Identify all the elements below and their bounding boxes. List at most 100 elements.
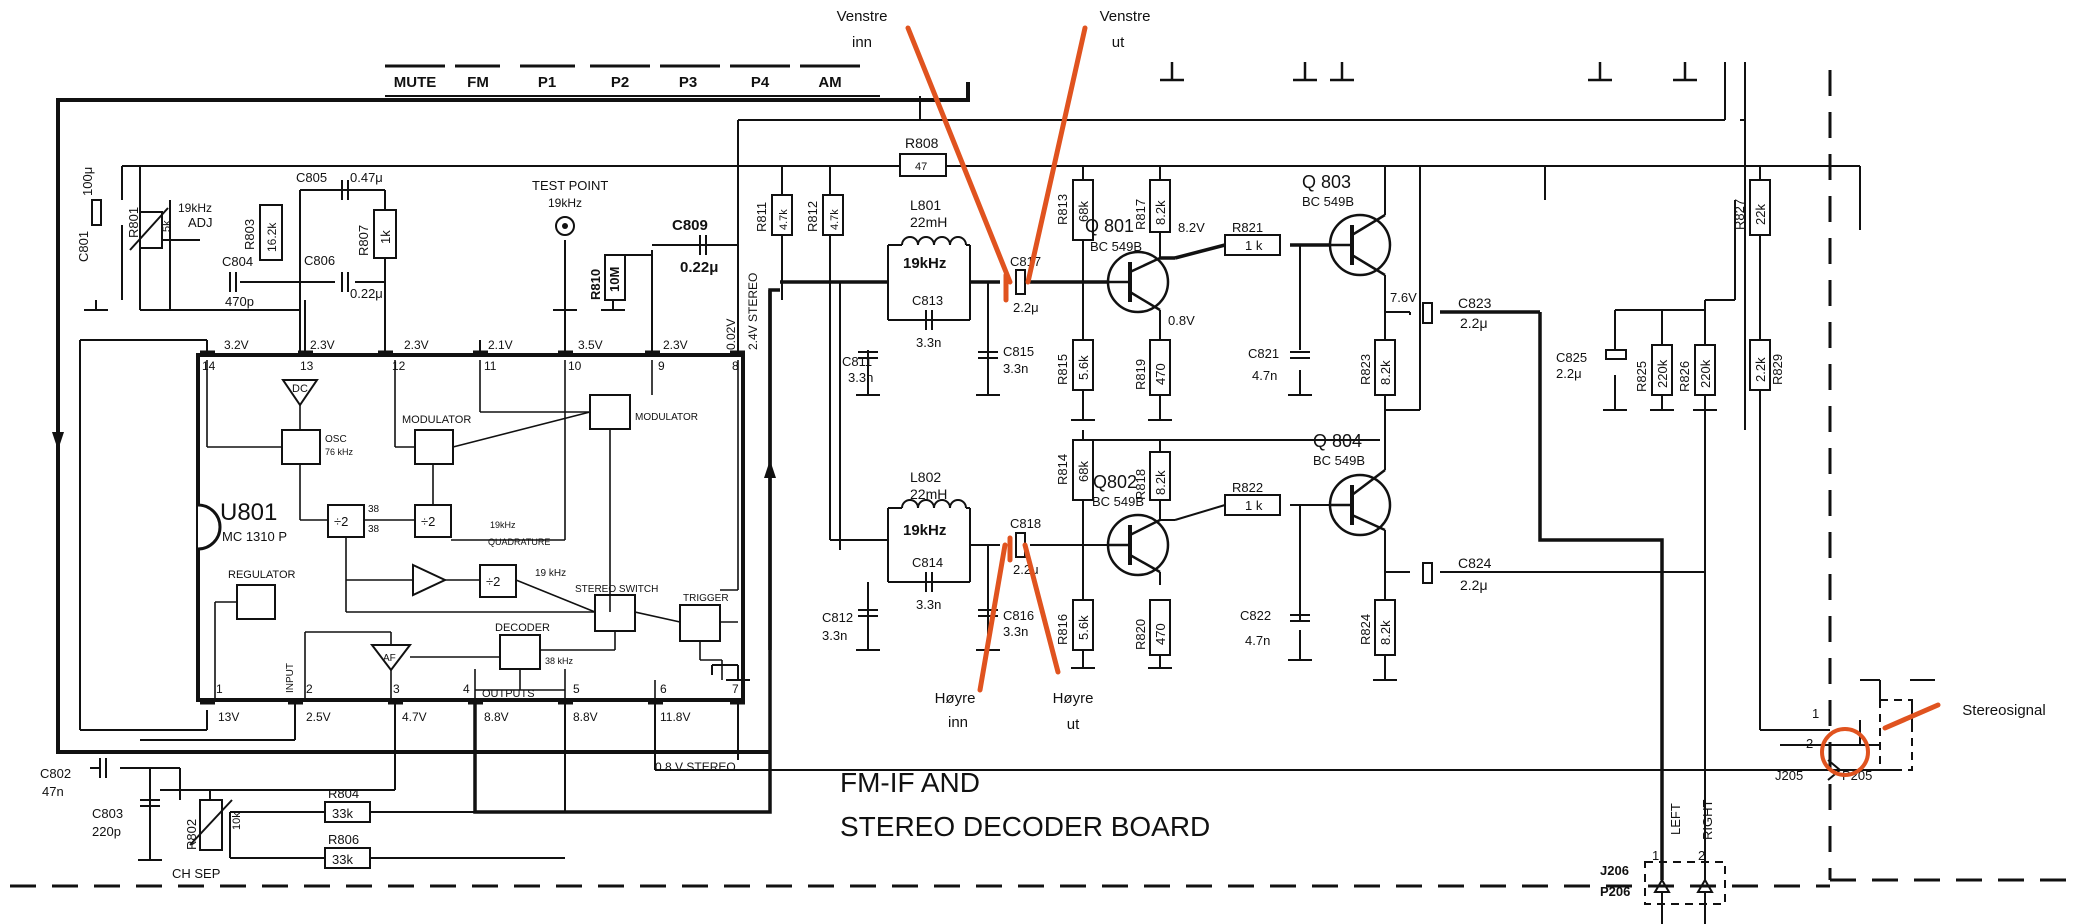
pin-12-v: 2.3V bbox=[404, 338, 429, 352]
pin-10-v: 3.5V bbox=[578, 338, 603, 352]
r807-value: 1k bbox=[378, 230, 393, 244]
preset-button-bar bbox=[385, 64, 880, 97]
r806-label: R806 bbox=[328, 832, 359, 847]
q802-type: BC 549B bbox=[1092, 494, 1144, 509]
q803-type: BC 549B bbox=[1302, 194, 1354, 209]
c822-value: 4.7n bbox=[1245, 633, 1270, 648]
p205-label: P205 bbox=[1842, 768, 1872, 783]
c822-label: C822 bbox=[1240, 608, 1271, 623]
c809-label: C809 bbox=[672, 217, 708, 234]
venstre-inn-label-1: Venstre bbox=[837, 8, 888, 25]
board-border bbox=[10, 70, 2073, 888]
c818-label: C818 bbox=[1010, 516, 1041, 531]
test-point-label: TEST POINT bbox=[532, 178, 608, 193]
r813-value: 68k bbox=[1076, 201, 1091, 222]
c805-label: C805 bbox=[296, 170, 327, 185]
c816-label: C816 bbox=[1003, 608, 1034, 623]
r803-label: R803 bbox=[242, 219, 257, 250]
hoyre-ut-label-1: Høyre bbox=[1053, 690, 1094, 707]
pin-1-j205: 1 bbox=[1812, 706, 1819, 721]
q801-label: Q 801 bbox=[1085, 216, 1134, 236]
stereo-bottom-label: 0.8 V STEREO bbox=[655, 760, 736, 774]
pin-1: 1 bbox=[216, 682, 223, 696]
r826-label: R826 bbox=[1677, 361, 1692, 392]
osc-label: OSC bbox=[325, 434, 347, 445]
stereo-label: 2.4V STEREO bbox=[746, 273, 760, 350]
r804-value: 33k bbox=[332, 806, 353, 821]
button-label-p1: P1 bbox=[538, 74, 556, 91]
r829-value: 2.2k bbox=[1753, 357, 1768, 382]
r816-label: R816 bbox=[1055, 614, 1070, 645]
c821-value: 4.7n bbox=[1252, 368, 1277, 383]
pin-14-v: 3.2V bbox=[224, 338, 249, 352]
c813-label: C813 bbox=[912, 293, 943, 308]
c802-value: 47n bbox=[42, 784, 64, 799]
ground-symbols-top bbox=[1160, 62, 1697, 82]
div2-label: ÷2 bbox=[421, 514, 435, 529]
r801-label: R801 bbox=[126, 207, 141, 238]
c812-value: 3.3n bbox=[822, 628, 847, 643]
c817-value: 2.2μ bbox=[1013, 300, 1039, 315]
c806-label: C806 bbox=[304, 253, 335, 268]
j205-label: J205 bbox=[1775, 768, 1803, 783]
dc-label: DC bbox=[292, 383, 308, 395]
right-output-label: RIGHT bbox=[1700, 800, 1715, 841]
r818-label: R818 bbox=[1133, 469, 1148, 500]
r817-label: R817 bbox=[1133, 199, 1148, 230]
q801-type: BC 549B bbox=[1090, 239, 1142, 254]
pin-1-v: 13V bbox=[218, 710, 239, 724]
inductor-l801 bbox=[887, 236, 971, 282]
r820-label: R820 bbox=[1133, 619, 1148, 650]
venstre-ut-label-2: ut bbox=[1112, 34, 1125, 51]
r812-value: 4.7k bbox=[829, 209, 841, 230]
button-label-mute: MUTE bbox=[394, 74, 437, 91]
pin-4-v: 8.8V bbox=[484, 710, 509, 724]
pin-2-j205: 2 bbox=[1806, 736, 1813, 751]
l802-value: 22mH bbox=[910, 486, 947, 502]
r824-value: 8.2k bbox=[1378, 620, 1393, 645]
input-label: INPUT bbox=[285, 663, 296, 693]
r829-label: R829 bbox=[1770, 354, 1785, 385]
pin-13: 13 bbox=[300, 359, 314, 373]
ch-sep-label: CH SEP bbox=[172, 866, 220, 881]
r802-label: R802 bbox=[184, 819, 199, 850]
c821-label: C821 bbox=[1248, 346, 1279, 361]
hoyre-ut-label-2: ut bbox=[1067, 716, 1080, 733]
pin-6: 6 bbox=[660, 682, 667, 696]
q804-type: BC 549B bbox=[1313, 453, 1365, 468]
components-symbols bbox=[91, 153, 1771, 869]
adj-freq: 19kHz bbox=[178, 201, 212, 215]
pin-4: 4 bbox=[463, 682, 470, 696]
connector-j205 bbox=[1653, 759, 1842, 924]
venstre-inn-label-2: inn bbox=[852, 34, 872, 51]
r819-label: R819 bbox=[1133, 359, 1148, 390]
r825-value: 220k bbox=[1655, 359, 1670, 388]
r815-label: R815 bbox=[1055, 354, 1070, 385]
q802-label: Q802 bbox=[1093, 472, 1137, 492]
transistor-q804 bbox=[1328, 469, 1392, 537]
r812-label: R812 bbox=[805, 201, 820, 232]
c803-value: 220p bbox=[92, 824, 121, 839]
c806-value: 0.22μ bbox=[350, 286, 383, 301]
freq-38a: 38 bbox=[368, 504, 380, 515]
l802-freq: 19kHz bbox=[903, 522, 946, 539]
c801-label: C801 bbox=[76, 231, 91, 262]
j206-label: J206 bbox=[1600, 863, 1629, 878]
q804-label: Q 804 bbox=[1313, 431, 1362, 451]
hoyre-inn-label-1: Høyre bbox=[935, 690, 976, 707]
c809-value: 0.22μ bbox=[680, 259, 718, 276]
board-title-line1: FM-IF AND bbox=[840, 767, 980, 798]
stereosignal-label: Stereosignal bbox=[1962, 702, 2045, 719]
adj-label: ADJ bbox=[188, 215, 213, 230]
c814-label: C814 bbox=[912, 555, 943, 570]
osc-freq: 76 kHz bbox=[325, 447, 354, 457]
r816-value: 5.6k bbox=[1076, 615, 1091, 640]
pin-8: 8 bbox=[732, 359, 739, 373]
left-output-label: LEFT bbox=[1668, 803, 1683, 835]
regulator-label: REGULATOR bbox=[228, 569, 295, 581]
pin-6-v: 11.8V bbox=[660, 710, 690, 724]
p206-label: P206 bbox=[1600, 884, 1630, 899]
r823-value: 8.2k bbox=[1378, 360, 1393, 385]
ic-name: U801 bbox=[220, 499, 277, 526]
c825-label: C825 bbox=[1556, 350, 1587, 365]
